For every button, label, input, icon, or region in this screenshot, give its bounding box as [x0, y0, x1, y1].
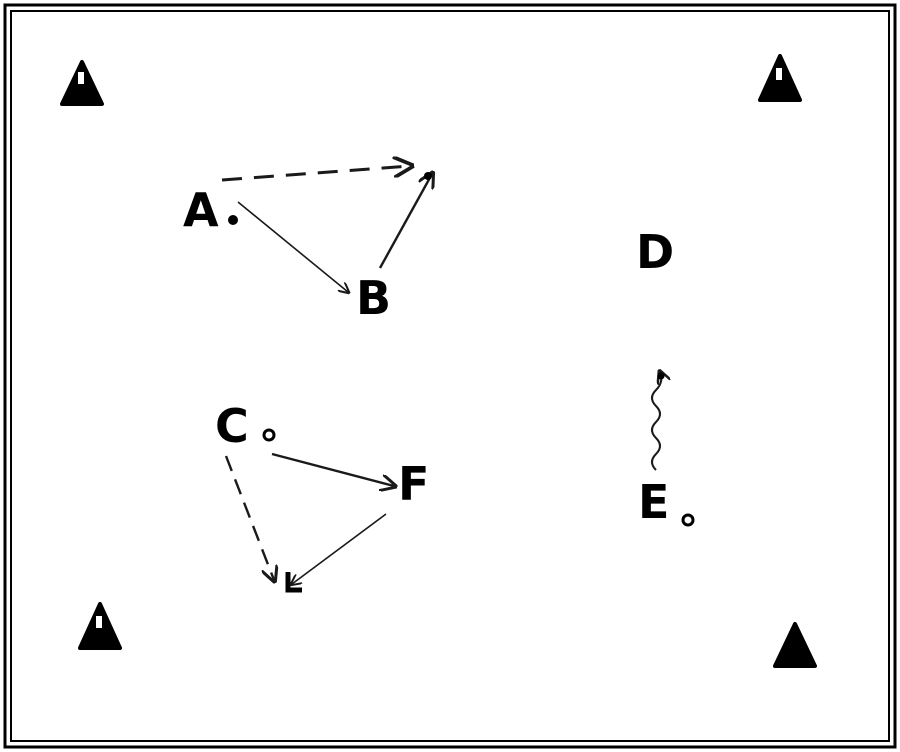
- player-dot-c: [262, 428, 276, 442]
- solid-run-arrow-b-to-top: [378, 174, 432, 269]
- landing-mark: [285, 572, 302, 593]
- cone-icon-top-left: [60, 60, 104, 106]
- player-label-e: E: [638, 475, 669, 529]
- cone-icon-bottom-left: [78, 602, 122, 650]
- player-label-c: C: [215, 399, 249, 453]
- player-label-f: F: [398, 457, 429, 511]
- player-label-b: B: [356, 271, 391, 325]
- field-border-outer: [3, 3, 897, 749]
- player-dot-a: [228, 215, 238, 225]
- dribble-arrow-e-up: [651, 372, 661, 471]
- solid-run-arrow-f-to-bottom: [292, 513, 387, 584]
- player-dot-e: [681, 513, 695, 527]
- solid-run-arrow-c-to-f: [271, 452, 394, 486]
- solid-run-arrow-a-to-b: [237, 201, 348, 292]
- field-border-inner: [10, 10, 890, 742]
- cone-icon-bottom-right: [773, 622, 817, 668]
- cone-icon-top-right: [758, 54, 802, 102]
- player-label-d: D: [636, 225, 674, 279]
- player-label-a: A: [183, 183, 219, 237]
- dashed-pass-arrow-c-to-bottom: [224, 455, 274, 580]
- dashed-pass-arrow-a-to-top: [221, 166, 410, 182]
- arrow-endpoint-dot-e: [657, 372, 665, 380]
- arrow-endpoint-dot: [424, 172, 432, 180]
